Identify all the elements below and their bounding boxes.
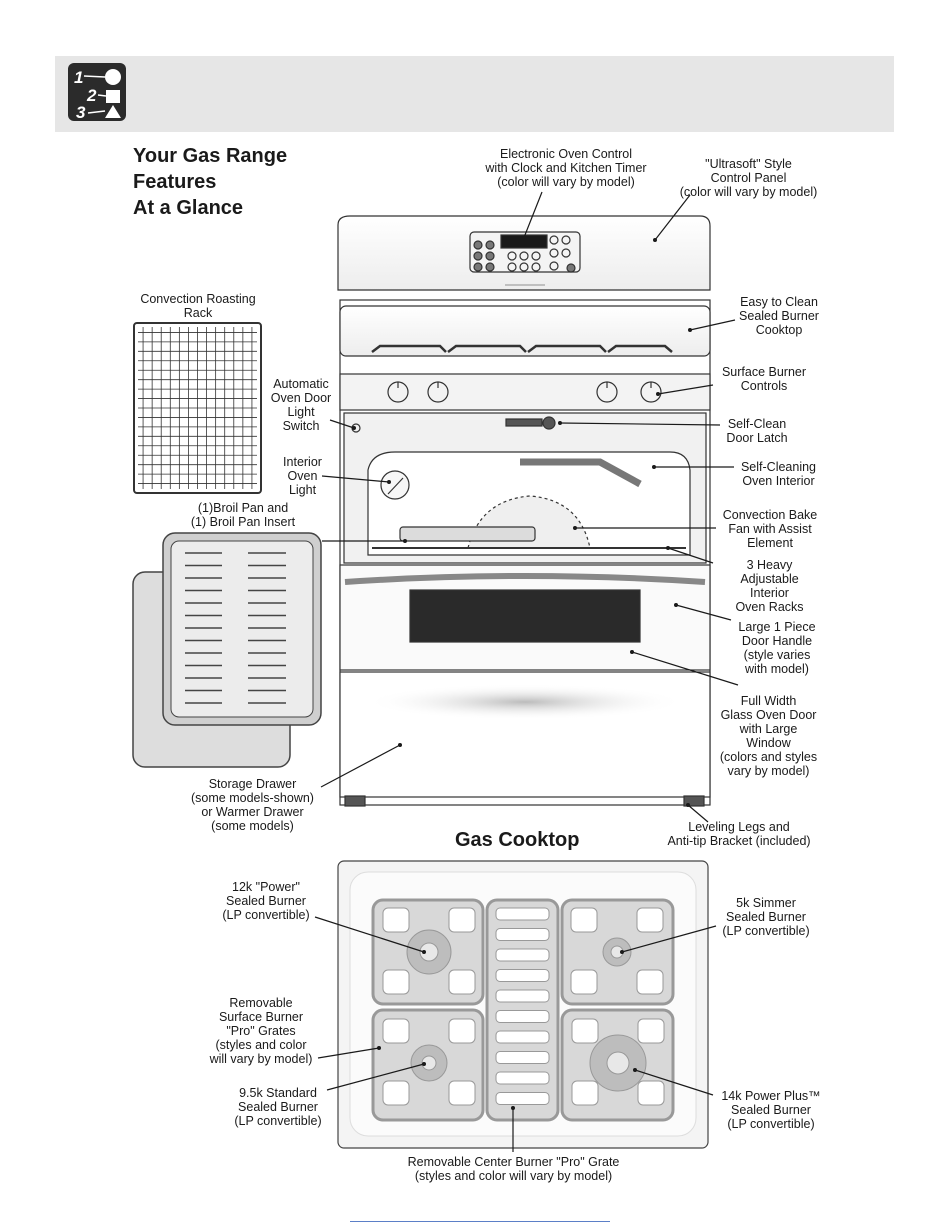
callout-convection-bake-fan: Convection Bake Fan with Assist Element: [722, 508, 818, 550]
steps-123-icon: 1 2 3: [68, 63, 126, 122]
cooktop-section-title: Gas Cooktop: [455, 829, 580, 851]
svg-text:3: 3: [76, 103, 86, 121]
callout-electronic-oven-control: Electronic Oven Control with Clock and K…: [485, 147, 647, 189]
callout-surface-burner-controls: Surface Burner Controls: [721, 365, 807, 393]
callout-9-5k-standard-burner: 9.5k Standard Sealed Burner (LP converti…: [234, 1086, 322, 1128]
callout-5k-simmer-burner: 5k Simmer Sealed Burner (LP convertible): [722, 896, 810, 938]
callout-interior-oven-light: Interior Oven Light: [283, 455, 322, 497]
callout-easy-clean-cooktop: Easy to Clean Sealed Burner Cooktop: [739, 295, 819, 337]
callout-dots: [352, 238, 692, 1110]
callout-ultrasoft-control-panel: "Ultrasoft" Style Control Panel (color w…: [679, 157, 818, 199]
callout-self-clean-door-latch: Self-Clean Door Latch: [726, 417, 788, 445]
callout-storage-drawer: Storage Drawer (some models-shown) or Wa…: [191, 777, 314, 833]
callout-center-burner-grate: Removable Center Burner "Pro" Grate (sty…: [407, 1155, 620, 1183]
callout-door-handle: Large 1 Piece Door Handle (style varies …: [738, 620, 816, 676]
callout-leaders: [314, 191, 739, 1152]
cooktop-illustration: [337, 860, 709, 1149]
roasting-rack-illustration: [133, 322, 262, 494]
callout-leveling-legs: Leveling Legs and Anti-tip Bracket (incl…: [667, 820, 811, 848]
callout-convection-roasting-rack: Convection Roasting Rack: [140, 292, 256, 320]
callout-12k-power-burner: 12k "Power" Sealed Burner (LP convertibl…: [222, 880, 310, 922]
header-band: 1 2 3: [55, 56, 894, 132]
callout-broil-pan: (1)Broil Pan and (1) Broil Pan Insert: [190, 501, 296, 529]
callout-glass-oven-door: Full Width Glass Oven Door with Large Wi…: [719, 694, 818, 778]
callout-pro-grates: Removable Surface Burner "Pro" Grates (s…: [209, 996, 313, 1066]
bottom-rule: [350, 1221, 610, 1222]
callout-14k-power-plus-burner: 14k Power Plus™ Sealed Burner (LP conver…: [721, 1089, 821, 1131]
callout-self-cleaning-oven-interior: Self-Cleaning Oven Interior: [740, 460, 817, 488]
broil-pan-illustration: [132, 532, 322, 768]
svg-text:1: 1: [74, 68, 83, 87]
page-title: Your Gas Range Features At a Glance: [133, 143, 287, 221]
range-illustration: [337, 215, 711, 807]
title-line-2: Features: [133, 171, 217, 193]
title-line-3: At a Glance: [133, 197, 244, 219]
callout-oven-racks: 3 Heavy Adjustable Interior Oven Racks: [735, 558, 804, 614]
callout-automatic-door-light-switch: Automatic Oven Door Light Switch: [270, 377, 332, 433]
svg-text:2: 2: [86, 86, 97, 105]
title-line-1: Your Gas Range: [133, 145, 288, 167]
